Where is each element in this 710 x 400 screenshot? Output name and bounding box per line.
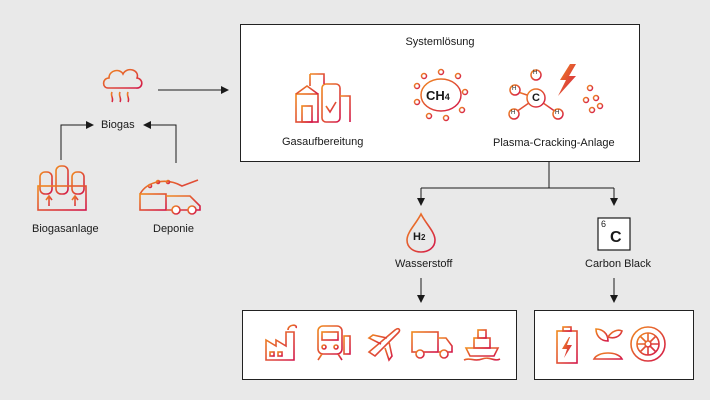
gas-treatment-plant-icon	[292, 73, 354, 123]
carbon-element-icon	[597, 217, 631, 251]
hydrogen-atom-label-bottom-right: H	[555, 110, 560, 116]
plasma-molecule-icon	[508, 64, 604, 120]
biogas-label: Biogas	[101, 119, 135, 131]
h2-formula: H2	[413, 231, 425, 243]
hydrogen-atom-label-left: H	[512, 86, 517, 92]
airplane-icon	[367, 327, 401, 362]
system-box: Systemlösung	[240, 24, 640, 162]
factory-icon	[265, 324, 298, 361]
plant-soil-icon	[592, 328, 624, 360]
hydrogen-atom-label-bottom-left: H	[511, 110, 516, 116]
arrow-biogasanlage-to-biogas	[60, 121, 94, 160]
biogasanlage-label: Biogasanlage	[32, 223, 99, 235]
ch4-sub: 4	[444, 92, 450, 102]
carbon-black-label: Carbon Black	[585, 258, 652, 270]
carbon-atom-label: C	[532, 92, 540, 104]
biogas-plant-icon	[37, 165, 87, 211]
carbon-symbol: C	[610, 229, 622, 246]
arrow-deponie-to-biogas	[143, 121, 177, 163]
system-title: Systemlösung	[405, 36, 475, 48]
ship-icon	[463, 329, 501, 361]
carbon-applications-box	[534, 310, 694, 380]
battery-icon	[556, 326, 578, 364]
ch4-main: CH	[426, 88, 445, 103]
hydrogen-applications-box	[242, 310, 517, 380]
hydrogen-drop-icon	[406, 212, 436, 253]
train-icon	[317, 325, 351, 361]
methane-molecule-icon	[413, 68, 469, 122]
biogas-cloud-icon	[102, 68, 143, 103]
lightning-icon	[558, 64, 576, 96]
hydrogen-atom-label-top: H	[533, 70, 538, 76]
gasaufbereitung-label: Gasaufbereitung	[282, 136, 364, 148]
carbon-number: 6	[601, 219, 607, 229]
wasserstoff-label: Wasserstoff	[395, 258, 453, 270]
tire-icon	[630, 326, 666, 362]
h2-main: H	[413, 231, 421, 243]
truck-icon	[411, 331, 453, 359]
landfill-truck-icon	[139, 179, 201, 215]
plasma-label: Plasma-Cracking-Anlage	[493, 137, 615, 149]
ch4-formula: CH4	[426, 88, 450, 103]
h2-sub: 2	[420, 233, 426, 242]
deponie-label: Deponie	[153, 223, 194, 235]
